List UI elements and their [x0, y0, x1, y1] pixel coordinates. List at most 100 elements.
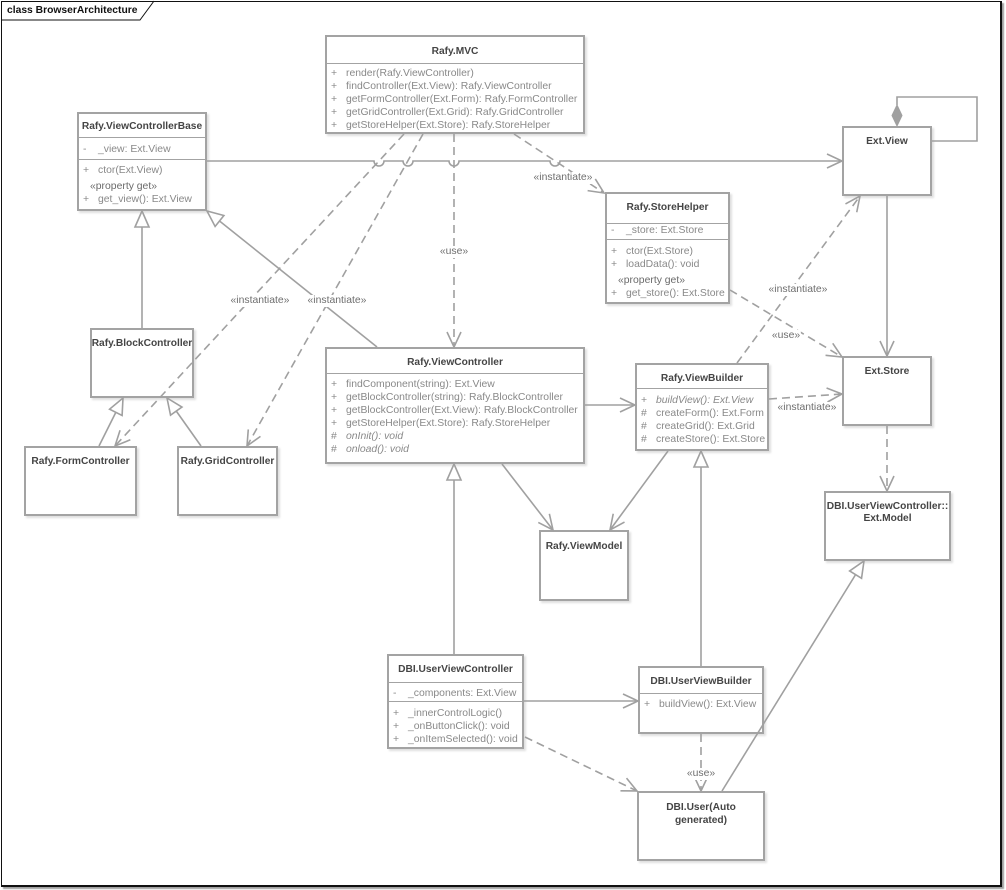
- visibility-marker: +: [83, 194, 90, 205]
- operation-signature: _onItemSelected(): void: [408, 734, 518, 745]
- visibility-marker: +: [611, 246, 618, 257]
- operation-row: #onload(): void: [327, 443, 583, 456]
- operation-row: #createStore(): Ext.Store: [637, 433, 767, 446]
- operation-row: +buildView(): Ext.View: [637, 394, 767, 407]
- operation-signature: createGrid(): Ext.Grid: [656, 421, 755, 432]
- visibility-marker: +: [393, 721, 400, 732]
- operation-row: +ctor(Ext.Store): [607, 245, 728, 258]
- visibility-marker: +: [83, 165, 90, 176]
- operation-signature: render(Rafy.ViewController): [346, 68, 474, 79]
- operation-row: + render(Rafy.ViewController): [327, 67, 583, 80]
- operation-row: + getGridController(Ext.Grid): Rafy.GridC…: [327, 106, 583, 119]
- class-rafy-mvc: Rafy.MVC + render(Rafy.ViewController) + f…: [325, 35, 585, 134]
- class-header: Rafy.ViewController: [327, 349, 583, 374]
- operation-signature: createForm(): Ext.Form: [656, 408, 764, 419]
- class-name: Rafy.MVC: [431, 46, 479, 57]
- class-header: Rafy.BlockController: [92, 330, 193, 350]
- class-header: Rafy.ViewModel: [541, 532, 627, 553]
- connector-label: «instantiate»: [776, 402, 838, 414]
- operations-compartment: +findComponent(string): Ext.View +getBlo…: [327, 374, 583, 456]
- connector-label: «use»: [685, 768, 717, 780]
- class-name: Rafy.ViewControllerBase: [81, 121, 203, 132]
- class-dbi-userviewcontroller: DBI.UserViewController -_components: Ext…: [387, 654, 524, 749]
- class-header: DBI.UserViewBuilder: [640, 668, 762, 694]
- visibility-marker: +: [393, 708, 400, 719]
- operation-signature: loadData(): void: [626, 259, 700, 270]
- operation-stereotype: «property get»: [618, 275, 686, 286]
- operation-row: +_onItemSelected(): void: [389, 733, 522, 746]
- operations-compartment: +buildView(): Ext.View #createForm(): Ex…: [637, 389, 767, 446]
- operation-stereotype: «property get»: [90, 181, 158, 192]
- visibility-marker: -: [393, 688, 397, 699]
- operation-row: +getStoreHelper(Ext.Store): Rafy.StoreHe…: [327, 119, 583, 132]
- attribute-signature: _view: Ext.View: [98, 144, 171, 155]
- class-header: Rafy.ViewControllerBase: [79, 114, 205, 138]
- visibility-marker: #: [331, 444, 337, 455]
- operation-signature: onInit(): void: [346, 431, 404, 442]
- operation-signature: getGridController(Ext.Grid): Rafy.GridCo…: [346, 107, 564, 118]
- operations-compartment: +ctor(Ext.Store) +loadData(): void «prop…: [607, 240, 728, 300]
- class-rafy-viewcontroller: Rafy.ViewController + findComponent(strin…: [325, 347, 585, 464]
- class-ext-store: Ext.Store: [842, 356, 932, 426]
- class-name: DBI.UserViewBuilder: [650, 676, 752, 687]
- attribute-row: -_store: Ext.Store: [607, 224, 728, 237]
- class-name-line: generated): [674, 815, 728, 826]
- visibility-marker: -: [83, 144, 87, 155]
- class-name-line: DBI.User(Auto: [666, 802, 736, 813]
- visibility-marker: #: [331, 431, 337, 442]
- operation-row: +loadData(): void: [607, 258, 728, 271]
- class-name: Ext.Store: [864, 366, 910, 377]
- class-name: DBI.UserViewController: [398, 664, 513, 675]
- operation-row: +getStoreHelper(Ext.Store): Rafy.StoreHe…: [327, 417, 583, 430]
- class-header: Rafy.StoreHelper: [607, 194, 728, 224]
- operation-signature: getStoreHelper(Ext.Store): Rafy.StoreHel…: [346, 418, 551, 429]
- connector-label: «instantiate»: [532, 172, 594, 184]
- class-header: DBI.UserViewController:: Ext.Model: [826, 493, 949, 525]
- operation-signature: getStoreHelper(Ext.Store): Rafy.StoreHel…: [346, 120, 551, 131]
- visibility-marker: +: [331, 379, 338, 390]
- operation-row: +_onButtonClick(): void: [389, 720, 522, 733]
- attributes-compartment: -_components: Ext.View: [389, 683, 522, 702]
- visibility-marker: +: [331, 107, 338, 118]
- attribute-signature: _store: Ext.Store: [626, 225, 704, 236]
- class-rafy-storehelper: Rafy.StoreHelper -_store: Ext.Store +cto…: [605, 192, 730, 304]
- attributes-compartment: -_store: Ext.Store: [607, 224, 728, 240]
- class-header: Ext.View: [844, 128, 930, 148]
- visibility-marker: +: [644, 699, 651, 710]
- operations-compartment: + render(Rafy.ViewController) + findContro…: [327, 64, 583, 132]
- connector-label: «instantiate»: [306, 295, 368, 307]
- operation-signature: get_store(): Ext.Store: [626, 288, 725, 299]
- class-name: Rafy.StoreHelper: [626, 202, 709, 213]
- class-header: Rafy.FormController: [26, 448, 135, 468]
- operation-row: + get_store(): Ext.Store: [607, 287, 728, 300]
- operation-signature: _innerControlLogic(): [408, 708, 503, 719]
- class-ext-model: DBI.UserViewController:: Ext.Model: [824, 491, 951, 561]
- operation-row: +getFormController(Ext.Form): Rafy.FormC…: [327, 93, 583, 106]
- operation-signature: findController(Ext.View): Rafy.ViewContr…: [346, 81, 552, 92]
- operation-row: + _innerControlLogic(): [389, 707, 522, 720]
- class-header: DBI.UserViewController: [389, 656, 522, 683]
- class-name-line: DBI.UserViewController::: [826, 501, 949, 512]
- visibility-marker: +: [641, 395, 648, 406]
- operation-row: + findController(Ext.View): Rafy.ViewCont…: [327, 80, 583, 93]
- connector-label: «instantiate»: [229, 295, 291, 307]
- operation-signature: get_view(): Ext.View: [98, 194, 192, 205]
- class-name: Ext.View: [866, 136, 908, 147]
- operation-signature: getBlockController(string): Rafy.BlockCo…: [346, 392, 563, 403]
- visibility-marker: +: [611, 288, 618, 299]
- operations-compartment: +buildView(): Ext.View: [640, 694, 762, 711]
- class-name: Rafy.ViewBuilder: [660, 373, 744, 384]
- operation-row: +getBlockController(string): Rafy.BlockC…: [327, 391, 583, 404]
- attribute-row: -_components: Ext.View: [389, 687, 522, 700]
- operation-row: +buildView(): Ext.View: [640, 698, 762, 711]
- operation-row: #createForm(): Ext.Form: [637, 407, 767, 420]
- connector-label: «use»: [770, 330, 802, 342]
- operation-signature: findComponent(string): Ext.View: [346, 379, 495, 390]
- class-ext-view: Ext.View: [842, 126, 932, 196]
- visibility-marker: +: [331, 405, 338, 416]
- operation-row: +ctor(Ext.View): [79, 164, 205, 177]
- operations-compartment: + _innerControlLogic() +_onButtonClick():…: [389, 702, 522, 746]
- visibility-marker: +: [331, 68, 338, 79]
- visibility-marker: -: [611, 225, 615, 236]
- visibility-marker: +: [331, 81, 338, 92]
